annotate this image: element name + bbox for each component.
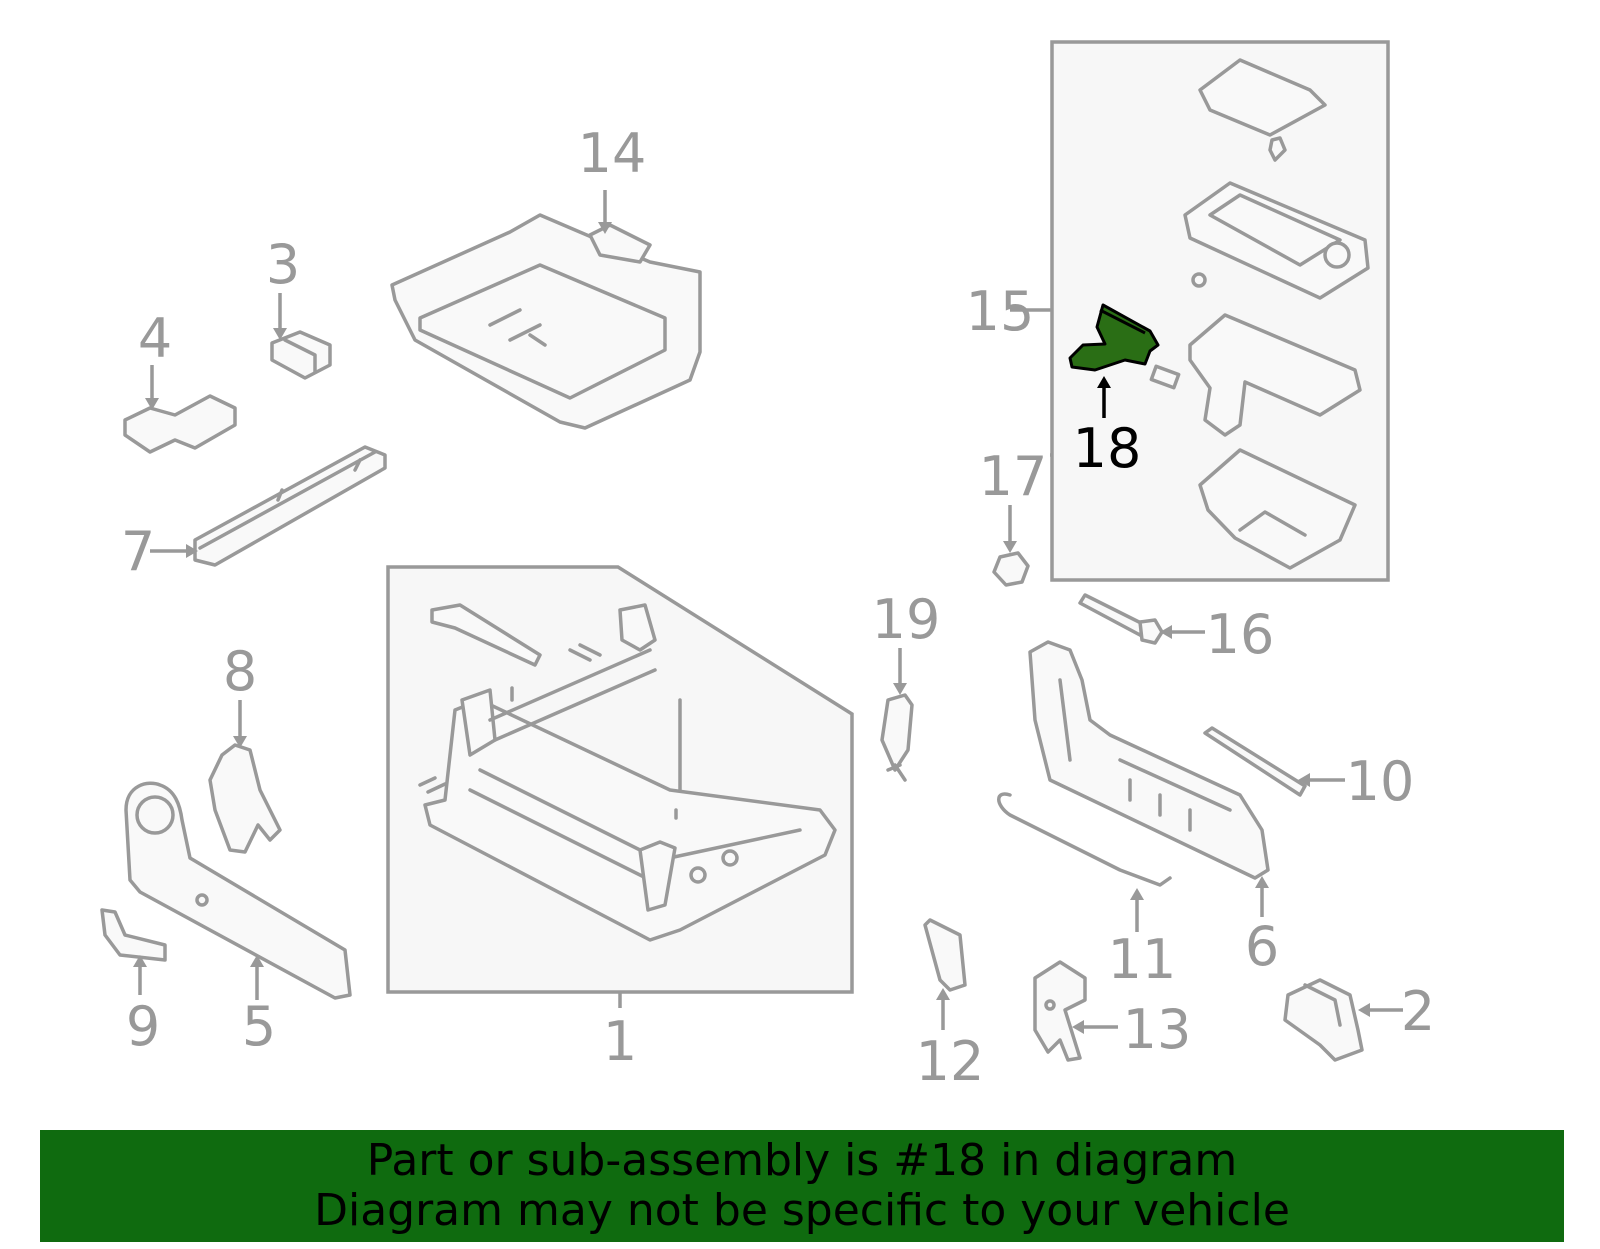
- part-5-side-shield: [124, 781, 352, 1000]
- callout-5: 5: [242, 995, 276, 1058]
- part-7-rail-cover: [193, 445, 387, 567]
- callout-9: 9: [126, 995, 160, 1058]
- part-11-wire: [997, 792, 1172, 887]
- callout-8: 8: [223, 640, 257, 703]
- callout-17: 17: [979, 445, 1048, 508]
- callout-16: 16: [1206, 603, 1275, 666]
- part-15-armrest-assembly: [1149, 58, 1370, 570]
- part-19-clip: [880, 693, 914, 782]
- part-6-side-panel: [1028, 640, 1270, 880]
- part-4-bracket: [123, 394, 237, 454]
- part-16-bolt: [1078, 593, 1164, 645]
- part-3-clip: [270, 330, 332, 380]
- banner-line-2: Diagram may not be specific to your vehi…: [314, 1185, 1290, 1236]
- callout-11: 11: [1108, 928, 1177, 991]
- part-17-nut: [992, 551, 1030, 587]
- part-14-console-bin: [390, 213, 702, 430]
- callout-6: 6: [1245, 915, 1279, 978]
- callout-4: 4: [138, 307, 172, 370]
- callout-1: 1: [603, 1010, 637, 1073]
- leader-lines: [133, 190, 1403, 1034]
- callout-3: 3: [266, 233, 300, 296]
- part-8-cover: [208, 743, 282, 854]
- part-18-highlighted: [1068, 303, 1160, 372]
- part-9-trim: [100, 908, 167, 962]
- part-2-cover: [1283, 978, 1364, 1062]
- part-10-strip: [1203, 726, 1307, 797]
- callout-10: 10: [1346, 750, 1415, 813]
- callout-18: 18: [1073, 417, 1142, 480]
- part-12-clip: [923, 918, 967, 992]
- callout-7: 7: [121, 520, 155, 583]
- part-13-bracket: [1033, 960, 1087, 1062]
- callout-13: 13: [1123, 998, 1192, 1061]
- part-1-seat-frame: [418, 603, 837, 942]
- callout-14: 14: [578, 122, 647, 185]
- callout-19: 19: [872, 588, 941, 651]
- banner-line-1: Part or sub-assembly is #18 in diagram: [366, 1135, 1238, 1186]
- callout-labels: 14 3 4 7 15 18 17 16 19 8 10 6 11 9 5 1 …: [121, 122, 1435, 1093]
- info-banner: Part or sub-assembly is #18 in diagram D…: [40, 1130, 1564, 1242]
- callout-2: 2: [1401, 980, 1435, 1043]
- callout-12: 12: [916, 1030, 985, 1093]
- callout-15: 15: [966, 280, 1035, 343]
